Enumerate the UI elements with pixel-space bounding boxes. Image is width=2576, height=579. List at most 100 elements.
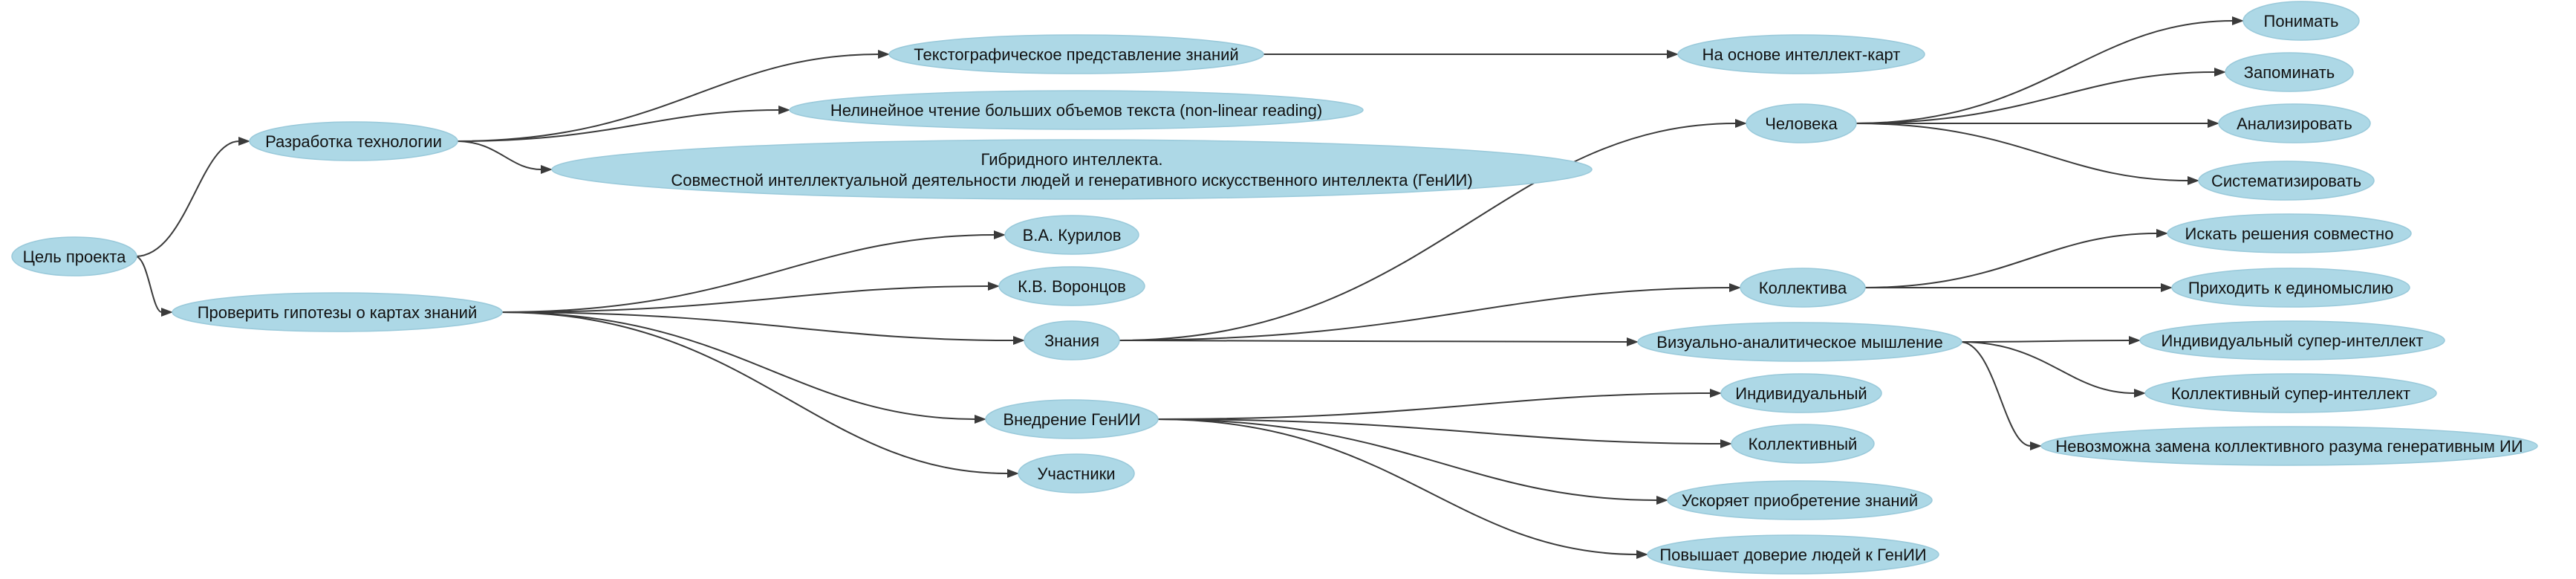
node-ellipse xyxy=(2198,161,2375,201)
arrowhead-goal-dev xyxy=(238,137,250,146)
arrowhead-person-memorize xyxy=(2214,68,2226,77)
node-ellipse xyxy=(2167,213,2412,253)
node-understand: Понимать xyxy=(2242,1,2360,41)
node-label: Повышает доверие людей к ГенИИ xyxy=(1659,546,1926,564)
edge-hyp-vorontsov xyxy=(500,285,989,313)
node-label: Текстографическое представление знаний xyxy=(914,45,1238,64)
edge-person-systematize xyxy=(1854,123,2189,181)
edge-collective-seek xyxy=(1863,233,2158,288)
node-label: Систематизировать xyxy=(2211,172,2361,190)
node-ellipse xyxy=(11,236,137,276)
node-label: Анализировать xyxy=(2237,114,2352,133)
arrowhead-dev-hybrid xyxy=(541,165,553,174)
arrowhead-genai-individual xyxy=(1710,389,1722,398)
node-ellipse xyxy=(888,34,1264,74)
node-label: Коллективный xyxy=(1749,435,1858,453)
node-label: Коллектива xyxy=(1759,279,1847,297)
node-label: Нелинейное чтение больших объемов текста… xyxy=(830,101,1322,120)
arrowhead-vam-indsuper xyxy=(2129,336,2141,345)
node-collective: Коллектива xyxy=(1740,268,1866,308)
node-ellipse xyxy=(2040,426,2538,466)
arrowhead-knowledge-vam xyxy=(1627,337,1639,346)
node-ellipse xyxy=(789,90,1364,130)
node-label: В.А. Курилов xyxy=(1023,226,1122,245)
arrowhead-person-analyze xyxy=(2208,119,2219,128)
node-trust: Повышает доверие людей к ГенИИ xyxy=(1647,534,1939,575)
node-dev: Разработка технологии xyxy=(249,121,458,161)
node-ellipse xyxy=(2242,1,2360,41)
edge-hyp-participants xyxy=(500,311,1009,474)
node-accelerates: Ускоряет приобретение знаний xyxy=(1667,480,1933,520)
arrowhead-dev-textographic xyxy=(878,50,890,59)
node-label: Ускоряет приобретение знаний xyxy=(1682,491,1918,510)
node-label: Цель проекта xyxy=(23,248,127,266)
edge-genai-individual xyxy=(1156,392,1711,420)
node-systematize: Систематизировать xyxy=(2198,161,2375,201)
node-participants: Участники xyxy=(1018,453,1135,494)
node-memorize: Запоминать xyxy=(2225,52,2354,92)
edge-person-understand xyxy=(1854,20,2234,124)
node-label: Искать решения совместно xyxy=(2185,224,2394,243)
edge-knowledge-person xyxy=(1117,123,1737,341)
arrowhead-goal-hyp xyxy=(161,308,173,317)
node-label: Индивидуальный супер-интеллект xyxy=(2162,331,2424,350)
node-noreplace: Невозможна замена коллективного разума г… xyxy=(2040,426,2538,466)
node-nonlinear: Нелинейное чтение больших объемов текста… xyxy=(789,90,1364,130)
node-colsuper: Коллективный супер-интеллект xyxy=(2144,373,2437,413)
node-ellipse xyxy=(551,139,1593,200)
node-mindmaps: На основе интеллект-карт xyxy=(1677,34,1925,74)
edge-hyp-genai xyxy=(500,311,976,420)
arrowhead-person-understand xyxy=(2232,16,2244,25)
node-vam: Визуально-аналитическое мышление xyxy=(1637,322,1962,362)
edge-dev-textographic xyxy=(455,54,879,142)
node-goal: Цель проекта xyxy=(11,236,137,276)
node-label: Приходить к единомыслию xyxy=(2188,279,2393,297)
arrowhead-hyp-participants xyxy=(1007,469,1019,478)
node-label: Участники xyxy=(1037,465,1115,483)
arrowhead-knowledge-collective xyxy=(1729,283,1741,292)
node-ellipse xyxy=(1740,268,1866,308)
node-ellipse xyxy=(1024,320,1120,360)
edge-goal-dev xyxy=(134,140,240,257)
edge-hyp-kurilov xyxy=(500,234,995,313)
node-label: Запоминать xyxy=(2244,63,2335,82)
node-ellipse xyxy=(1720,373,1882,413)
edge-person-memorize xyxy=(1854,71,2216,124)
edge-genai-collectiven xyxy=(1156,418,1722,444)
node-ellipse xyxy=(1667,480,1933,520)
arrowhead-collective-consensus xyxy=(2161,283,2173,292)
node-vorontsov: К.В. Воронцов xyxy=(998,266,1145,306)
edge-dev-nonlinear xyxy=(455,109,780,142)
node-label: Знания xyxy=(1044,331,1099,350)
node-label: Гибридного интеллекта.Совместной интелле… xyxy=(671,150,1472,190)
arrowhead-dev-nonlinear xyxy=(778,106,790,114)
node-label: Внедрение ГенИИ xyxy=(1003,410,1140,429)
arrowhead-hyp-genai xyxy=(975,415,986,424)
arrowhead-collective-seek xyxy=(2156,229,2168,238)
node-ellipse xyxy=(985,399,1159,439)
node-ellipse xyxy=(1018,453,1135,494)
node-ellipse xyxy=(1004,215,1139,255)
node-label: К.В. Воронцов xyxy=(1018,277,1126,296)
node-label: Визуально-аналитическое мышление xyxy=(1656,333,1942,352)
edge-genai-accelerates xyxy=(1156,418,1658,501)
arrowhead-hyp-kurilov xyxy=(994,230,1006,239)
node-seek: Искать решения совместно xyxy=(2167,213,2412,253)
node-ellipse xyxy=(1647,534,1939,575)
node-ellipse xyxy=(249,121,458,161)
node-label: Человека xyxy=(1765,114,1838,133)
arrowhead-knowledge-person xyxy=(1735,119,1747,128)
node-hyp: Проверить гипотезы о картах знаний xyxy=(172,292,503,332)
node-genai: Внедрение ГенИИ xyxy=(985,399,1159,439)
node-label: Понимать xyxy=(2264,12,2339,30)
arrowhead-person-systematize xyxy=(2188,176,2199,185)
arrowhead-vam-colsuper xyxy=(2134,389,2146,398)
node-ellipse xyxy=(2139,320,2445,360)
node-label: Проверить гипотезы о картах знаний xyxy=(198,303,478,322)
edge-genai-trust xyxy=(1156,418,1638,555)
node-label: Индивидуальный xyxy=(1735,384,1867,403)
node-label: На основе интеллект-карт xyxy=(1702,45,1901,64)
arrowhead-hyp-knowledge xyxy=(1013,336,1025,345)
node-collectiven: Коллективный xyxy=(1731,424,1875,464)
